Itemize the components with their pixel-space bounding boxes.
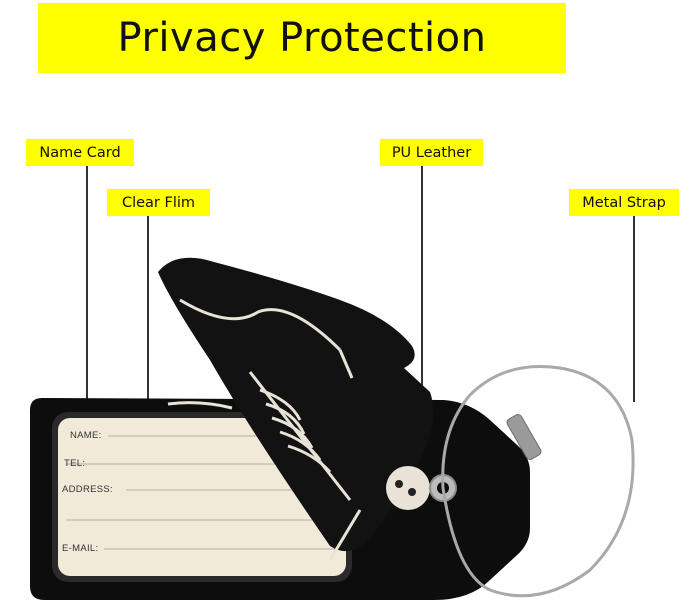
metal-strap-loop (441, 365, 635, 598)
skeleton-graphic (167, 298, 362, 561)
title-banner: Privacy Protection (38, 3, 566, 73)
card-field-email: E-MAIL: (62, 543, 99, 554)
callout-name-card-label: Name Card (39, 144, 121, 161)
callout-clear-film-label: Clear Flim (121, 194, 196, 211)
leader-line-name-card (86, 166, 88, 428)
callout-metal-strap-label: Metal Strap (582, 194, 666, 211)
skull-graphic (386, 466, 430, 510)
card-field-name: NAME: (70, 430, 102, 441)
callout-pu-leather: PU Leather (380, 139, 483, 166)
leader-line-pu-leather (421, 166, 423, 410)
strap-screw-lock (506, 414, 542, 460)
leather-flap (158, 257, 434, 552)
card-field-tel: TEL: (64, 458, 86, 469)
callout-name-card: Name Card (26, 139, 134, 166)
callout-pu-leather-label: PU Leather (391, 144, 472, 161)
skull-eye-left (395, 480, 403, 488)
callout-clear-film: Clear Flim (107, 189, 210, 216)
banner-title: Privacy Protection (117, 15, 487, 61)
skull-eye-right (408, 488, 416, 496)
card-field-address: ADDRESS: (62, 484, 113, 495)
leader-line-clear-film (147, 216, 149, 458)
leader-line-metal-strap (633, 216, 635, 402)
callout-metal-strap: Metal Strap (569, 189, 679, 216)
